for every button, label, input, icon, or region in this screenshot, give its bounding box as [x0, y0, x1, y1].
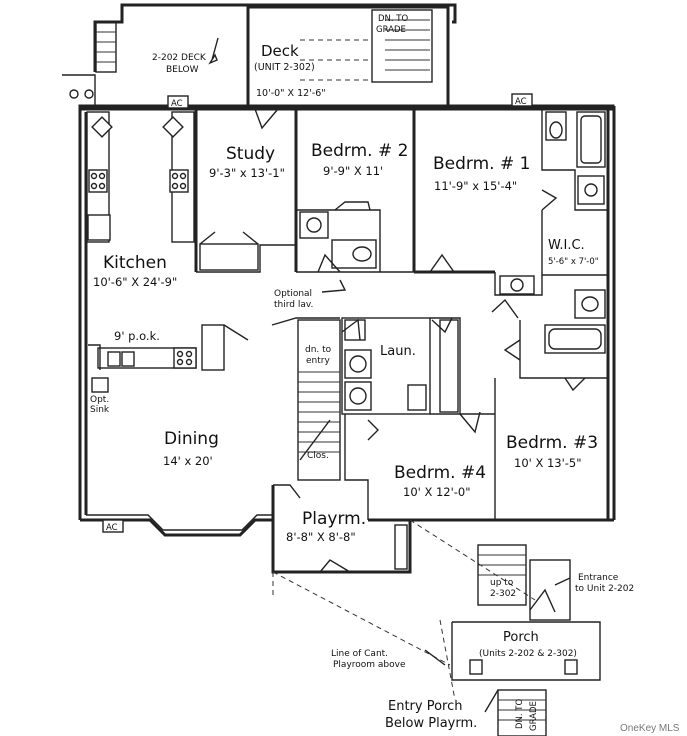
- bedrm4-dim: 10' X 12'-0": [403, 485, 471, 499]
- stair-laundry: [271, 317, 461, 481]
- ac-label-top-left: AC: [171, 99, 183, 109]
- bedrm3-dim: 10' X 13'-5": [514, 456, 582, 470]
- line-of-cant-line1: Line of Cant.: [331, 649, 388, 659]
- study-labels: Study 9'-3" x 13'-1": [209, 144, 285, 180]
- playrm-dim: 8'-8" X 8'-8": [286, 530, 356, 544]
- bedrm2-label: Bedrm. # 2: [311, 141, 408, 161]
- bedrm1-label: Bedrm. # 1: [433, 154, 530, 174]
- entry-porch-line1: Entry Porch: [388, 699, 463, 714]
- bedroom2-walls: [296, 109, 416, 273]
- entrance-line1: Entrance: [578, 573, 619, 583]
- dn-to-grade-top-line2: GRADE: [376, 25, 406, 35]
- closet-label: Clos.: [307, 451, 329, 461]
- upper-deck-area: [62, 3, 457, 109]
- bedrm4-label: Bedrm. #4: [394, 463, 486, 483]
- bedroom1-labels: Bedrm. # 1 11'-9" x 15'-4" W.I.C. 5'-6" …: [433, 154, 599, 267]
- wic-dim: 5'-6" x 7'-0": [548, 257, 599, 267]
- porch-units-label: (Units 2-202 & 2-302): [479, 649, 577, 659]
- porch-labels: up to 2-302 Entrance to Unit 2-202 Porch…: [331, 573, 634, 731]
- bedroom1-walls: [414, 109, 608, 276]
- deck-below-label-line1: 2-202 DECK: [152, 53, 207, 63]
- opt-sink-line1: Opt.: [90, 395, 109, 405]
- line-of-cant-line2: Playroom above: [333, 660, 406, 670]
- playroom-walls: [271, 484, 412, 574]
- deck-below-label-line2: BELOW: [166, 65, 199, 75]
- opt-sink-line2: Sink: [90, 405, 110, 415]
- entry-porch-line2: Below Playrm.: [385, 716, 477, 731]
- bedroom3-labels: Bedrm. #3 10' X 13'-5": [506, 433, 598, 470]
- entrance-line2: to Unit 2-202: [575, 584, 634, 594]
- dining-dim: 14' x 20': [163, 454, 213, 468]
- pok-label: 9' p.o.k.: [114, 329, 160, 343]
- stair-labels: dn. to entry Laun. Clos.: [305, 344, 416, 461]
- playrm-label: Playrm.: [302, 509, 366, 529]
- optional-lav: Optional third lav.: [274, 279, 347, 310]
- study-dim: 9'-3" x 13'-1": [209, 166, 285, 180]
- hall-bath: [491, 272, 608, 392]
- bedroom4-labels: Bedrm. #4 10' X 12'-0": [394, 463, 486, 499]
- cantilever-lines: [272, 519, 536, 701]
- deck-unit-label: (UNIT 2-302): [254, 62, 315, 73]
- up-to-line2: 2-302: [490, 589, 516, 599]
- ac-label-bottom: AC: [106, 523, 118, 533]
- study-walls: [194, 108, 298, 273]
- dn-to-entry-line2: entry: [306, 356, 330, 366]
- study-label: Study: [226, 144, 275, 164]
- optional-lav-line2: third lav.: [274, 300, 313, 310]
- kitchen-labels: Kitchen 10'-6" X 24'-9" 9' p.o.k. Opt. S…: [90, 253, 177, 415]
- porch-area: [424, 544, 601, 736]
- outer-walls: [78, 104, 616, 537]
- watermark: OneKey MLS: [620, 723, 680, 734]
- up-to-line1: up to: [490, 578, 514, 588]
- deck-dim: 10'-0" X 12'-6": [256, 88, 326, 99]
- ac-label-top-right: AC: [515, 97, 527, 107]
- dn-to-grade-bottom-line2: GRADE: [529, 701, 539, 731]
- bedroom2-labels: Bedrm. # 2 9'-9" X 11': [311, 141, 408, 178]
- kitchen-fixtures: [86, 111, 249, 393]
- kitchen-dim: 10'-6" X 24'-9": [93, 275, 177, 289]
- optional-lav-line1: Optional: [274, 289, 312, 299]
- laundry-label: Laun.: [380, 344, 416, 359]
- porch-label: Porch: [503, 630, 539, 645]
- bedrm3-label: Bedrm. #3: [506, 433, 598, 453]
- upper-labels: 2-202 DECK BELOW Deck (UNIT 2-302) 10'-0…: [152, 14, 408, 99]
- bedrm2-dim: 9'-9" X 11': [323, 164, 383, 178]
- playroom-labels: Playrm. 8'-8" X 8'-8": [286, 509, 366, 544]
- dining-labels: Dining 14' x 20': [163, 429, 219, 468]
- dn-to-grade-top-line1: DN. TO: [378, 14, 408, 24]
- kitchen-label: Kitchen: [103, 253, 167, 273]
- deck-label: Deck: [261, 42, 299, 60]
- dn-to-entry-line1: dn. to: [305, 345, 332, 355]
- bedrm1-dim: 11'-9" x 15'-4": [434, 179, 517, 193]
- wic-label: W.I.C.: [548, 238, 585, 253]
- bedroom4-walls: [344, 378, 496, 522]
- ac-units: AC AC AC: [102, 93, 533, 533]
- dn-to-grade-bottom-line1: DN. TO: [515, 699, 525, 729]
- dining-label: Dining: [164, 429, 219, 449]
